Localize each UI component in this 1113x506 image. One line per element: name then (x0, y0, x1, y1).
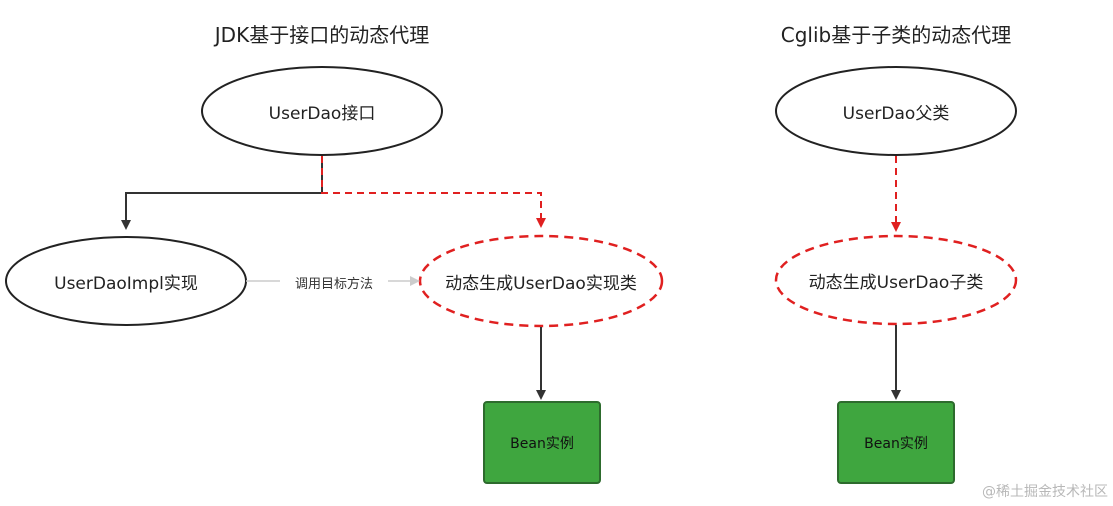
cglib-proxy-node-shape (774, 234, 1018, 326)
left-title: JDK基于接口的动态代理 (214, 23, 430, 47)
impl-node-label: UserDaoImpl实现 (54, 274, 198, 294)
right-title: Cglib基于子类的动态代理 (780, 23, 1012, 47)
bean-node-shape (483, 401, 601, 484)
edge-impl-to-proxy-label: 调用目标方法 (280, 273, 388, 292)
watermark: @稀土掘金技术社区 (982, 484, 1108, 500)
proxy-node-shape (418, 234, 664, 328)
bean-node-label: Bean实例 (510, 436, 574, 452)
cglib-proxy-node-label: 动态生成UserDao子类 (808, 273, 984, 293)
cglib-bean-node-label: Bean实例 (864, 436, 928, 452)
parent-node-label: UserDao父类 (842, 104, 950, 124)
edge-interface-to-proxy (321, 156, 546, 228)
parent-node-shape (775, 66, 1017, 156)
proxy-node-label: 动态生成UserDao实现类 (445, 274, 637, 294)
edge-interface-to-impl (121, 156, 323, 230)
cglib-bean-node-shape (837, 401, 955, 484)
interface-node-shape (201, 66, 443, 156)
interface-node-label: UserDao接口 (268, 104, 376, 124)
